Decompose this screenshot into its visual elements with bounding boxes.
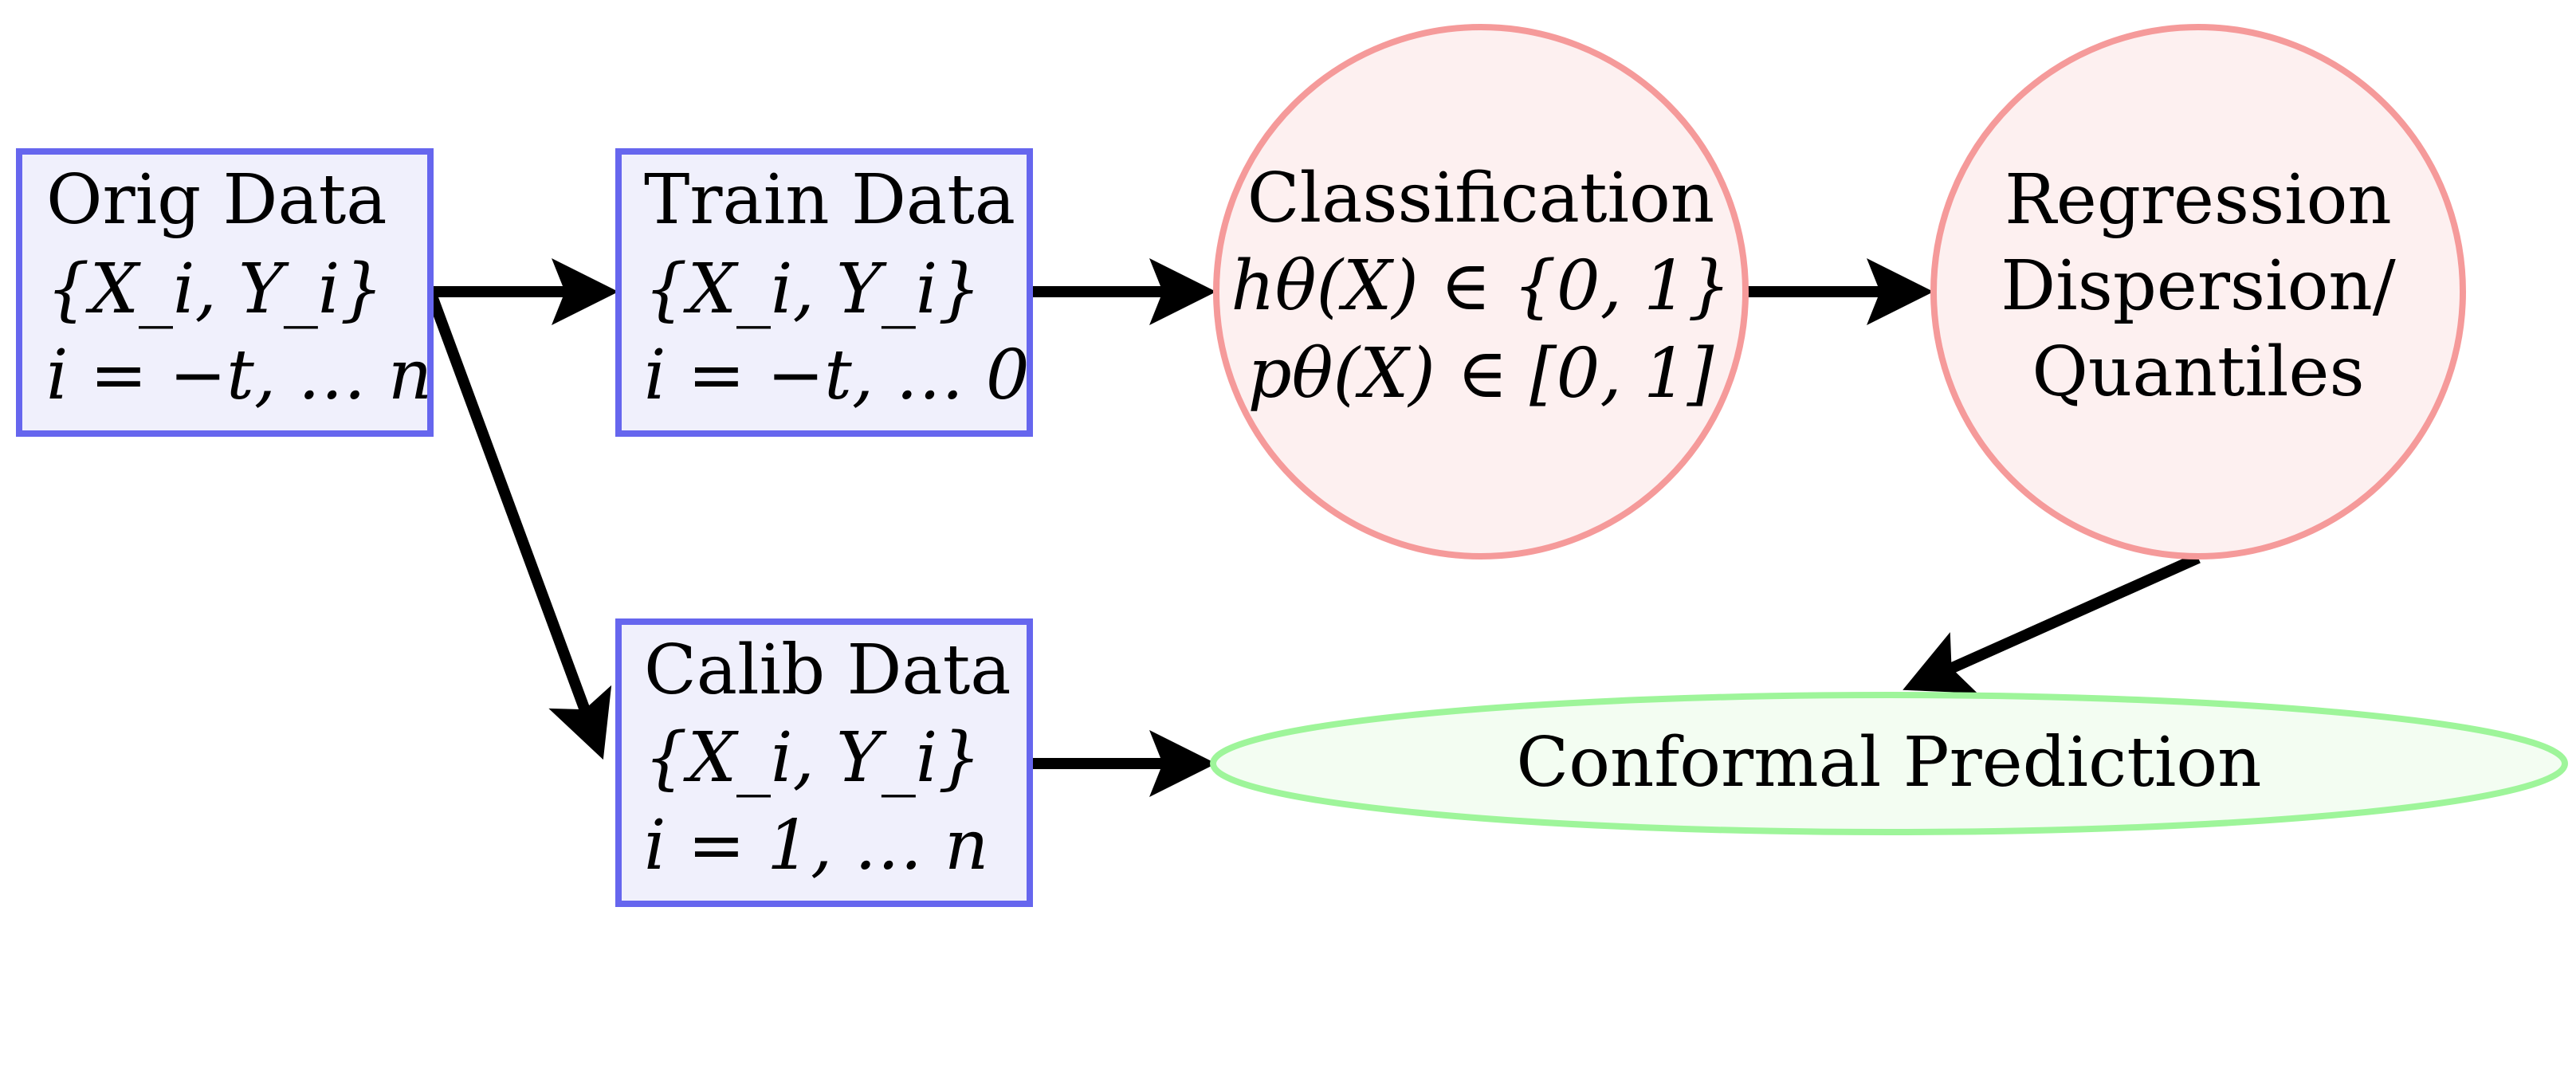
- node-train-data: Train Data {X_i, Y_i} i = −t, … 0: [615, 148, 1033, 437]
- conformal-label: Conformal Prediction: [1516, 723, 2261, 803]
- orig-data-range: i = −t, … n: [46, 336, 432, 415]
- regression-circle: [1930, 24, 2466, 560]
- node-classification: Classification hθ(X) ∈ {0, 1} pθ(X) ∈ [0…: [1213, 24, 1749, 560]
- arrow-regression-to-conformal: [1903, 552, 2201, 693]
- calib-data-box: [615, 618, 1033, 907]
- train-data-range: i = −t, … 0: [644, 336, 1030, 415]
- edges: [425, 258, 2201, 797]
- train-data-set: {X_i, Y_i}: [644, 249, 981, 329]
- node-calib-data: Calib Data {X_i, Y_i} i = 1, … n: [615, 618, 1033, 907]
- node-regression: Regression Dispersion/ Quantiles: [1930, 24, 2466, 560]
- orig-data-set: {X_i, Y_i}: [46, 249, 383, 329]
- train-data-box: [615, 148, 1033, 437]
- orig-data-title: Orig Data: [46, 160, 387, 240]
- train-data-title: Train Data: [644, 160, 1015, 240]
- regression-line-3: Quantiles: [2032, 332, 2364, 412]
- calib-data-title: Calib Data: [644, 630, 1011, 710]
- classification-p: pθ(X) ∈ [0, 1]: [1248, 334, 1714, 414]
- conformal-ellipse: [1210, 692, 2568, 835]
- calib-data-set: {X_i, Y_i}: [644, 718, 981, 798]
- calib-data-range: i = 1, … n: [644, 806, 988, 885]
- classification-h: hθ(X) ∈ {0, 1}: [1231, 246, 1730, 326]
- node-orig-data: Orig Data {X_i, Y_i} i = −t, … n: [16, 148, 434, 437]
- regression-line-1: Regression: [2005, 160, 2392, 240]
- regression-line-2: Dispersion/: [2001, 246, 2395, 326]
- classification-circle: [1213, 24, 1749, 560]
- classification-title: Classification: [1247, 159, 1714, 238]
- arrow-orig-to-calib: [425, 289, 612, 760]
- node-conformal-prediction: Conformal Prediction: [1210, 692, 2568, 835]
- orig-data-box: [16, 148, 434, 437]
